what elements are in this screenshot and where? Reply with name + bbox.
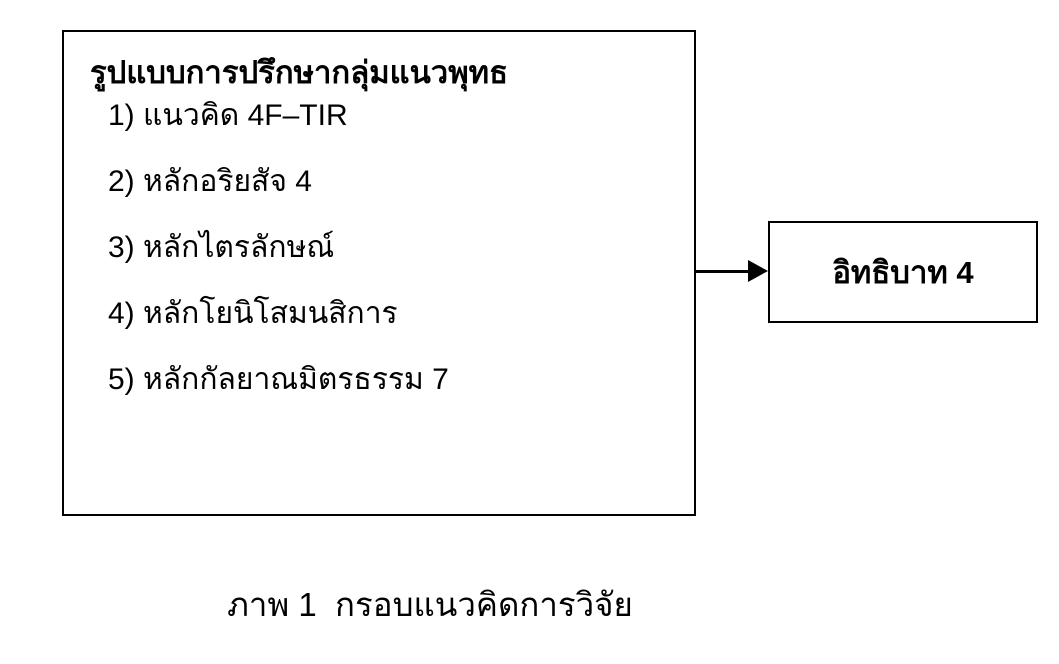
model-box-title: รูปแบบการปรึกษากลุ่มแนวพุทธ	[90, 55, 509, 90]
list-item: 4) หลักโยนิโสมนสิการ	[108, 297, 398, 331]
connector-arrow-line	[696, 270, 750, 273]
arrow-right-icon	[748, 260, 768, 282]
list-item: 1) แนวคิด 4F–TIR	[108, 99, 348, 133]
figure-caption: ภาพ 1 กรอบแนวคิดการวิจัย	[227, 586, 633, 623]
model-components-list: 1) แนวคิด 4F–TIR 2) หลักอริยสัจ 4 3) หลั…	[108, 101, 694, 395]
outcome-box: อิทธิบาท 4	[768, 221, 1038, 323]
model-components-box: รูปแบบการปรึกษากลุ่มแนวพุทธ 1) แนวคิด 4F…	[62, 30, 696, 516]
outcome-box-label: อิทธิบาท 4	[832, 255, 974, 290]
list-item: 2) หลักอริยสัจ 4	[108, 165, 312, 199]
list-item: 5) หลักกัลยาณมิตรธรรม 7	[108, 363, 449, 397]
list-item: 3) หลักไตรลักษณ์	[108, 231, 335, 265]
